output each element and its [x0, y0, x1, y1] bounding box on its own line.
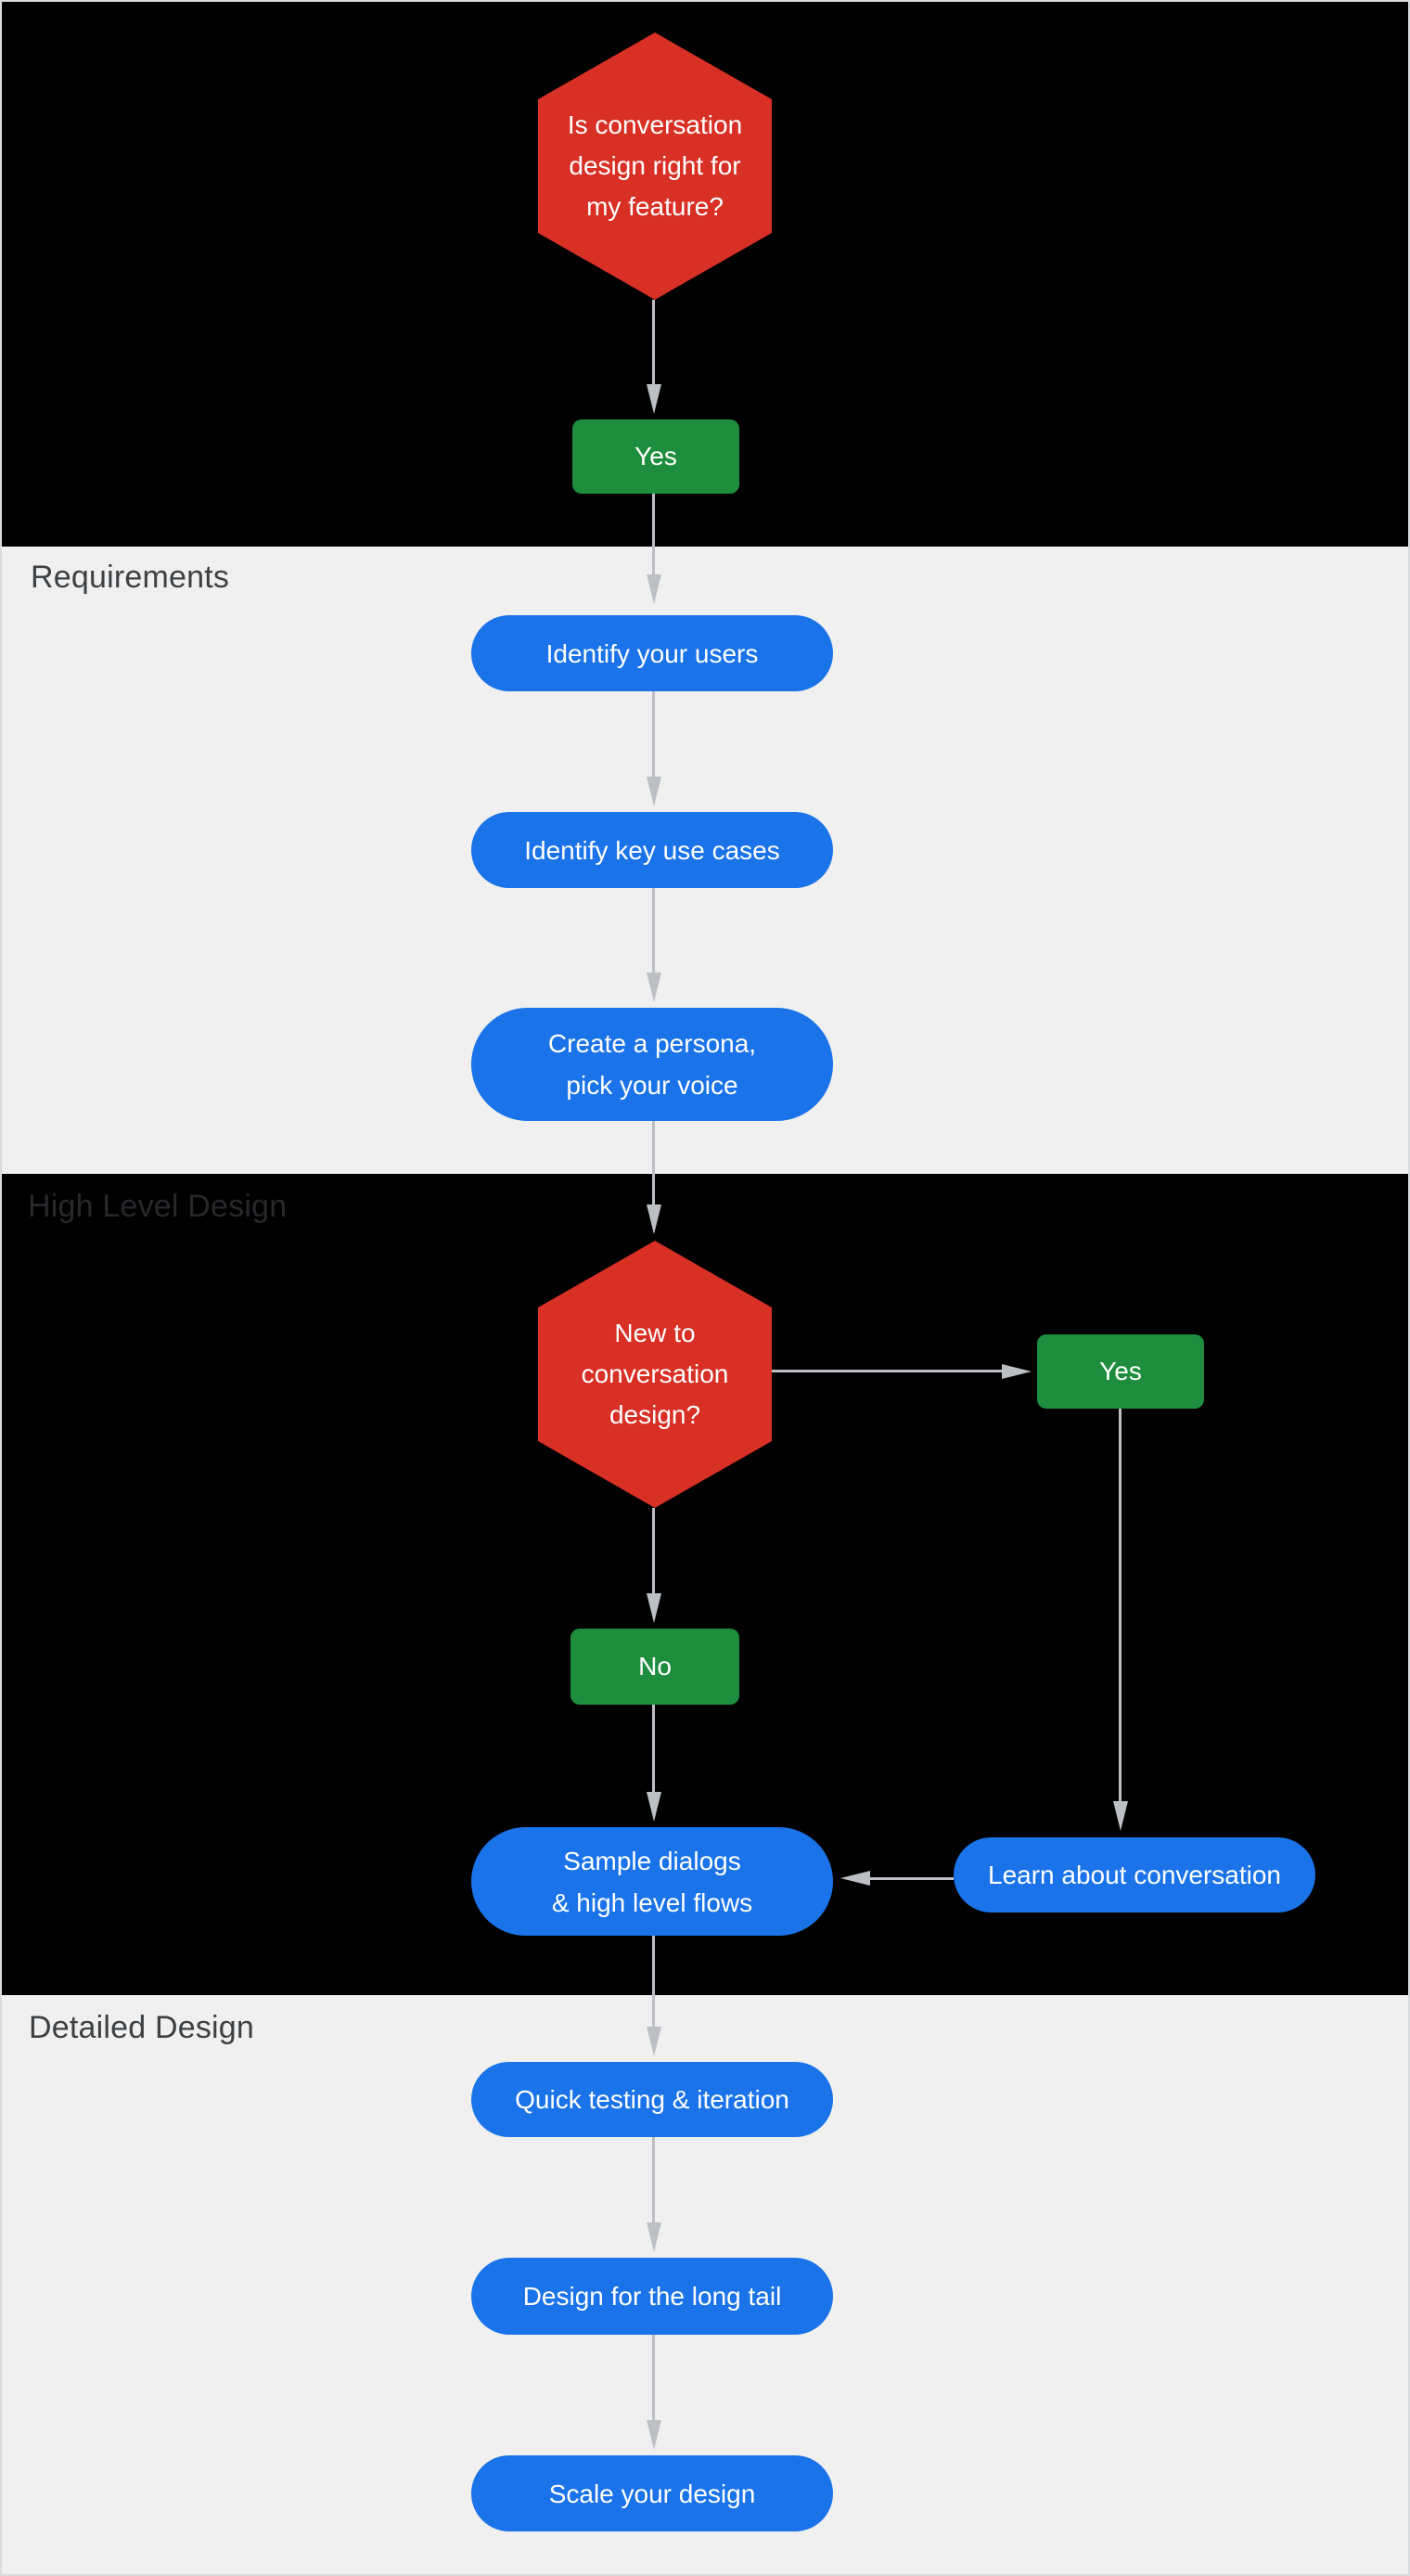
step-create-a-persona: Create a persona, pick your voice [471, 1008, 833, 1121]
connector-q2-to-no-line [652, 1508, 655, 1594]
step-scale-your-design: Scale your design [471, 2455, 833, 2531]
connector-longtail-to-scale-line [652, 2335, 655, 2421]
connector-cases-to-persona-line [652, 888, 655, 973]
answer-yes-2: Yes [1037, 1334, 1204, 1409]
step-text-line: Create a persona, [547, 1029, 757, 1058]
connector-learn-to-sample-arrowhead-icon [840, 1871, 870, 1886]
section-label-detailed-design: Detailed Design [29, 2010, 255, 2045]
decision-text-line: design? [609, 1400, 701, 1429]
section-label-requirements: Requirements [31, 560, 230, 595]
connector-sample-to-quick-line [652, 1936, 655, 2028]
decision-text-line: conversation [581, 1359, 729, 1388]
step-label: Quick testing & iteration [515, 2085, 789, 2114]
connector-yes2-to-learn-line [1119, 1409, 1122, 1802]
connector-longtail-to-scale-arrowhead-icon [647, 2420, 661, 2450]
decision-text-line: my feature? [586, 192, 724, 221]
connector-cases-to-persona-arrowhead-icon [647, 972, 661, 1002]
step-label: Design for the long tail [522, 2282, 782, 2311]
step-design-for-the-long-tail: Design for the long tail [471, 2258, 833, 2335]
step-learn-about-conversation: Learn about conversation [954, 1837, 1315, 1913]
connector-persona-to-q2-line [652, 1121, 655, 1205]
step-label: Scale your design [548, 2479, 756, 2508]
answer-label: No [638, 1652, 672, 1681]
decision-text-line: New to [614, 1319, 696, 1347]
step-sample-dialogs: Sample dialogs & high level flows [471, 1827, 833, 1936]
connector-sample-to-quick-arrowhead-icon [647, 2027, 661, 2056]
decision-text-line: Is conversation [567, 110, 743, 139]
answer-yes-1: Yes [572, 419, 739, 494]
answer-no: No [570, 1629, 739, 1705]
decision-text-line: design right for [569, 151, 741, 180]
connector-q1-to-yes1-line [652, 300, 655, 385]
step-identify-key-use-cases: Identify key use cases [471, 812, 833, 888]
connector-no-to-sample-line [652, 1705, 655, 1793]
connector-no-to-sample-arrowhead-icon [647, 1792, 661, 1822]
connector-learn-to-sample-line [870, 1877, 954, 1880]
decision-is-conversation-design-right: Is conversation design right for my feat… [538, 32, 772, 300]
step-identify-your-users: Identify your users [471, 615, 833, 691]
step-label: Identify your users [545, 638, 759, 668]
step-quick-testing-iteration: Quick testing & iteration [471, 2062, 833, 2137]
step-text-line: pick your voice [566, 1071, 738, 1100]
connector-q2-to-yes2-arrowhead-icon [1002, 1364, 1032, 1379]
connector-q2-to-no-arrowhead-icon [647, 1593, 661, 1623]
connector-users-to-cases-line [652, 691, 655, 778]
connector-quick-to-longtail-line [652, 2137, 655, 2223]
decision-new-to-conversation-design: New to conversation design? [538, 1241, 772, 1508]
step-text-line: Sample dialogs [563, 1846, 741, 1875]
connector-yes1-to-users-line [652, 494, 655, 575]
connector-yes1-to-users-arrowhead-icon [647, 574, 661, 604]
answer-label: Yes [1099, 1357, 1142, 1385]
connector-yes2-to-learn-arrowhead-icon [1113, 1801, 1128, 1831]
step-label: Identify key use cases [524, 835, 780, 865]
section-label-high-level-design: High Level Design [28, 1189, 288, 1224]
connector-q2-to-yes2-line [772, 1370, 1002, 1372]
connector-quick-to-longtail-arrowhead-icon [647, 2222, 661, 2252]
step-text-line: & high level flows [551, 1887, 753, 1917]
answer-label: Yes [634, 442, 677, 470]
connector-users-to-cases-arrowhead-icon [647, 777, 661, 806]
connector-persona-to-q2-arrowhead-icon [647, 1204, 661, 1234]
step-label: Learn about conversation [988, 1861, 1281, 1889]
connector-q1-to-yes1-arrowhead-icon [647, 384, 661, 414]
